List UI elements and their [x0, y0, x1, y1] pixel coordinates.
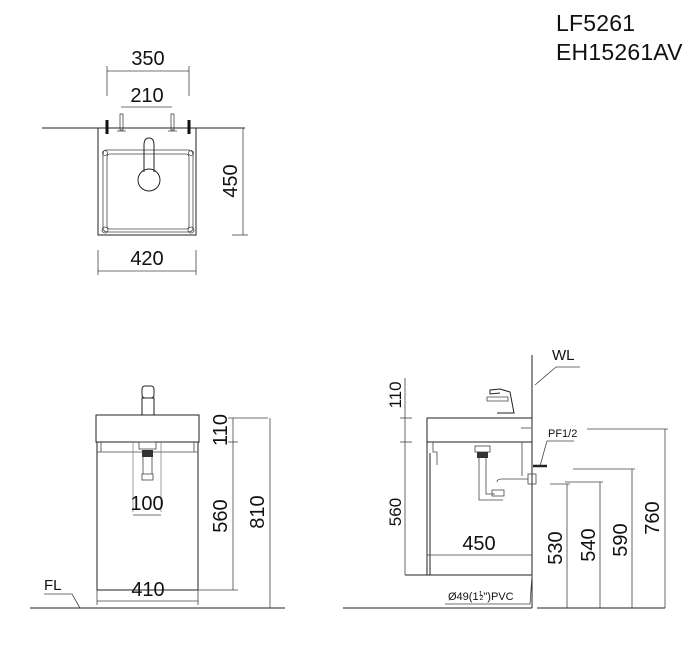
wl-leader [534, 366, 580, 386]
model-number-lavatory: LF5261 [556, 10, 636, 36]
fl-leader [44, 593, 81, 609]
dim-420: 420 [130, 248, 163, 270]
faucet-spout [486, 396, 509, 402]
drain-flange [138, 441, 157, 450]
trap-arm [496, 478, 528, 483]
vanity-top-side [426, 417, 533, 443]
cabinet-body [96, 441, 199, 591]
faucet-side [489, 388, 515, 414]
faucet-spout-top [143, 137, 155, 172]
front-view: FL 100 410 110 560 810 [30, 385, 285, 609]
dim-590: 590 [610, 523, 632, 556]
bowl-corner [102, 150, 108, 156]
trap-nut [491, 489, 505, 497]
dim-110-side: 110 [386, 381, 405, 408]
dim-450: 450 [220, 164, 242, 197]
drain-thread [477, 452, 488, 458]
drain-flange [474, 445, 491, 453]
bolt-right [170, 113, 175, 131]
dim-810: 810 [247, 495, 269, 528]
bowl-corner [187, 226, 195, 234]
bowl-corner [101, 226, 109, 234]
faucet-handle [141, 385, 155, 399]
bowl-inner [106, 153, 190, 230]
dim-560-side: 560 [386, 498, 405, 526]
dim-530: 530 [545, 531, 567, 564]
faucet-base-icon [137, 168, 161, 192]
supply-label: PF1/2 [548, 428, 577, 440]
drain-nut [141, 473, 154, 481]
pf-leader [539, 440, 574, 467]
dim-100: 100 [130, 493, 163, 515]
dim-760: 760 [642, 501, 664, 534]
floor-level-label: FL [44, 577, 62, 594]
door-hinge [432, 442, 438, 465]
dim-410: 410 [131, 579, 164, 601]
faucet-body [141, 397, 155, 416]
model-number-cabinet: EH15261AV [556, 39, 683, 65]
dim-540: 540 [578, 528, 600, 561]
top-view: 350 210 450 420 [42, 48, 248, 275]
basin-outline [97, 127, 197, 236]
dim-110: 110 [210, 414, 232, 446]
wall-level-label: WL [552, 347, 575, 364]
side-view: WL PF1/2 110 560 450 Ø49( [343, 347, 668, 609]
dim-210: 210 [130, 85, 163, 107]
bowl-outer [102, 149, 194, 233]
dim-560: 560 [210, 499, 232, 532]
angle-valve [527, 473, 537, 485]
vanity-top [95, 414, 200, 443]
drain-leader [445, 574, 533, 605]
bowl-corner [188, 150, 194, 156]
dim-350: 350 [131, 48, 164, 70]
dim-450-side: 450 [462, 533, 495, 555]
drain-thread [142, 450, 153, 457]
bolt-left [119, 113, 124, 131]
